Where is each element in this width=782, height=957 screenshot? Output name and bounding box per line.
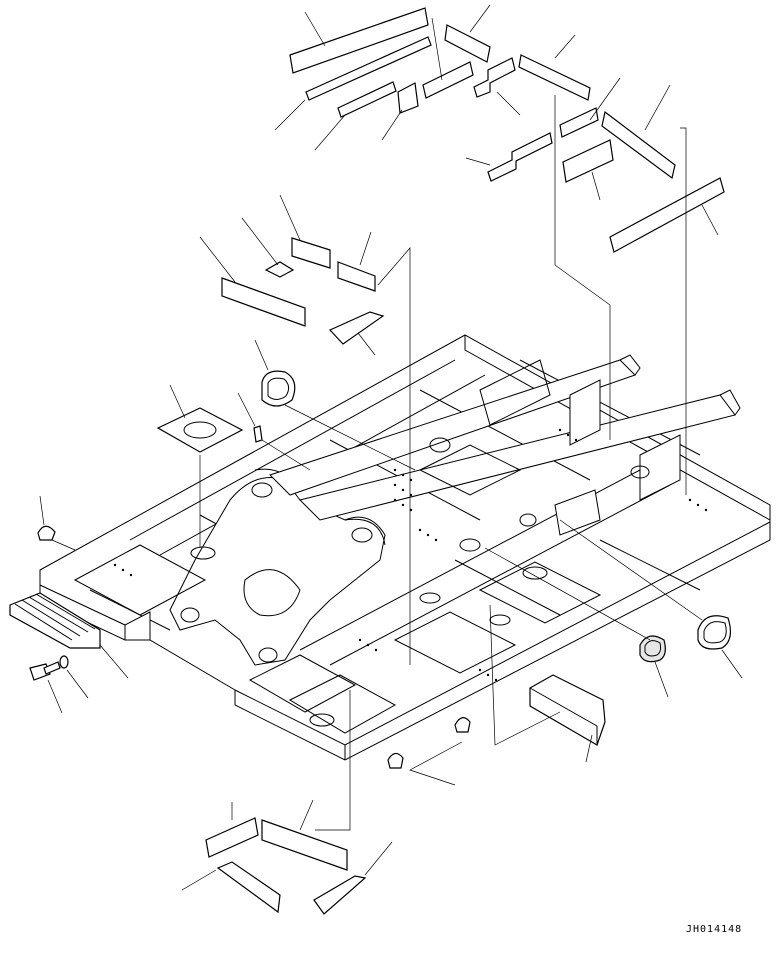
seal-trapezoid: [328, 311, 385, 345]
step-assembly: [9, 592, 101, 649]
lower-strip-1: [205, 817, 259, 858]
seal-strip-12: [221, 277, 306, 327]
drawing-number: JH014148: [686, 924, 743, 935]
seal-strip-4: [422, 61, 474, 99]
lower-strip-3: [216, 861, 281, 914]
lower-parts: [205, 717, 471, 915]
leader-lines: [39, 4, 743, 891]
seal-strip-5: [444, 24, 491, 63]
cover-plate: [156, 407, 244, 453]
washer: [59, 655, 69, 669]
lower-strip-2: [261, 819, 348, 871]
seal-square: [264, 261, 295, 278]
grommet-2: [639, 635, 666, 663]
rubber-cap-3: [387, 752, 404, 769]
lower-strip-4: [313, 875, 367, 915]
seal-block-2: [562, 139, 614, 183]
seal-strip-1: [289, 7, 429, 74]
lower-seal-strip: [529, 674, 606, 746]
seal-step-strip-2: [487, 132, 553, 182]
seal-strip-8: [601, 110, 676, 180]
upper-seal-strips: [289, 7, 725, 253]
seal-strip-2: [305, 36, 432, 101]
seal-strip-7: [559, 107, 599, 138]
seal-strip-9: [609, 177, 725, 253]
middle-seal-parts: [9, 237, 385, 681]
seal-block-1: [397, 82, 419, 114]
grommet-3: [697, 615, 732, 650]
grommet-1: [261, 370, 296, 407]
seal-step-strip-1: [473, 57, 516, 98]
seal-strip-11: [337, 261, 376, 292]
seal-strip-6: [518, 54, 591, 101]
rubber-cap-1: [37, 525, 56, 541]
clip: [253, 425, 263, 443]
right-grommets: [529, 615, 732, 746]
rubber-cap-2: [454, 717, 471, 733]
revolving-frame: [39, 334, 771, 761]
seal-strip-10: [291, 237, 331, 269]
bolt: [29, 661, 61, 681]
seal-strip-3: [337, 81, 397, 118]
